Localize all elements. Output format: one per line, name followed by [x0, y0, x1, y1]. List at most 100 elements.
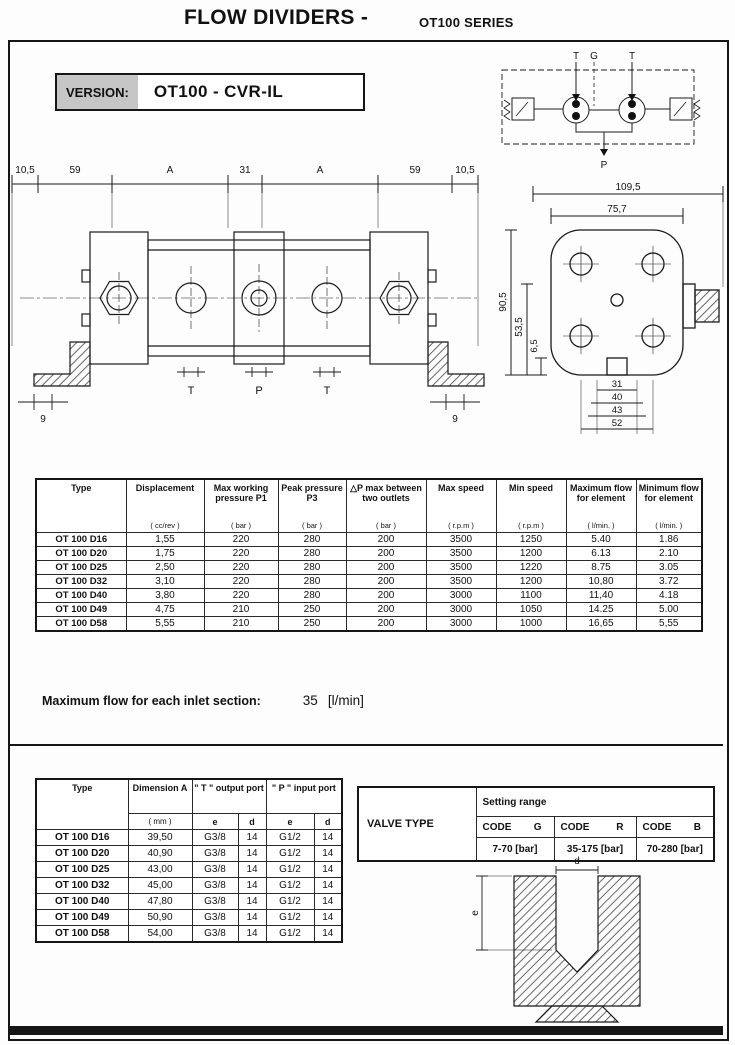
type-cell: OT 100 D49: [35, 602, 127, 617]
column-header: △P max between two outlets( bar ): [345, 478, 427, 533]
value-cell: 200: [345, 560, 427, 575]
value-cell: G3/8: [191, 877, 239, 894]
col-sub-e-p: e: [265, 813, 315, 830]
value-cell: G1/2: [265, 877, 315, 894]
dim-109-5: 109,5: [615, 182, 640, 193]
value-cell: 16,65: [565, 616, 637, 632]
schematic-port-p: P: [601, 160, 608, 170]
value-cell: 3000: [425, 588, 497, 603]
value-cell: 1,55: [125, 532, 205, 547]
schematic-pump-gears: [572, 94, 636, 156]
value-cell: 200: [345, 532, 427, 547]
version-box: VERSION: OT100 - CVR-IL: [55, 73, 365, 111]
value-cell: 40,90: [127, 845, 193, 862]
schematic-port-t-right: T: [629, 51, 635, 62]
type-cell: OT 100 D25: [35, 861, 129, 878]
port-section-drawing: d e: [470, 856, 641, 1023]
value-cell: 280: [277, 588, 347, 603]
value-cell: 14: [237, 829, 267, 846]
code-label: CODE: [560, 821, 590, 833]
column-header: Maximum flow for element( l/min. ): [565, 478, 637, 533]
value-cell: 14: [313, 845, 343, 862]
value-cell: 14: [313, 877, 343, 894]
code-r-range: 35-175 [bar]: [553, 837, 637, 862]
hydraulic-schematic: T G T P: [501, 51, 701, 170]
value-cell: 3.72: [635, 574, 703, 589]
value-cell: 220: [203, 532, 279, 547]
value-cell: 4.18: [635, 588, 703, 603]
value-cell: 3,10: [125, 574, 205, 589]
value-cell: 8.75: [565, 560, 637, 575]
version-value: OT100 - CVR-IL: [153, 82, 284, 101]
value-cell: G1/2: [265, 845, 315, 862]
port-section-dims: [476, 866, 599, 951]
side-view-body: [550, 229, 720, 376]
value-cell: 280: [277, 574, 347, 589]
value-cell: 5,55: [635, 616, 703, 632]
type-cell: OT 100 D58: [35, 616, 127, 632]
value-cell: 250: [277, 616, 347, 632]
col-unit-mm: ( mm ): [127, 813, 193, 830]
type-cell: OT 100 D40: [35, 893, 129, 910]
value-cell: 280: [277, 560, 347, 575]
dim-59-right: 59: [409, 165, 421, 176]
col-header-dimension-a: Dimension A: [127, 778, 193, 814]
front-view-port-markers: [18, 367, 480, 410]
value-cell: 3000: [425, 616, 497, 632]
type-cell: OT 100 D32: [35, 574, 127, 589]
value-cell: 3000: [425, 602, 497, 617]
value-cell: 200: [345, 616, 427, 632]
value-cell: G1/2: [265, 909, 315, 926]
value-cell: 14.25: [565, 602, 637, 617]
column-header: Max speed( r.p.m ): [425, 478, 497, 533]
type-cell: OT 100 D16: [35, 829, 129, 846]
value-cell: 14: [237, 861, 267, 878]
type-cell: OT 100 D58: [35, 925, 129, 943]
value-cell: G1/2: [265, 829, 315, 846]
value-cell: 50,90: [127, 909, 193, 926]
column-header: Minimum flow for element( l/min. ): [635, 478, 703, 533]
value-cell: 5.40: [565, 532, 637, 547]
value-cell: 220: [203, 588, 279, 603]
value-cell: 200: [345, 602, 427, 617]
value-cell: 220: [203, 560, 279, 575]
column-header: Displacement( cc/rev ): [125, 478, 205, 533]
value-cell: 5,55: [125, 616, 205, 632]
dim-53-5: 53,5: [514, 317, 525, 337]
side-view-bottom-dims: [580, 380, 654, 434]
dim-75-7: 75,7: [607, 204, 627, 215]
type-cell: OT 100 D25: [35, 560, 127, 575]
page-title: FLOW DIVIDERS -: [184, 6, 369, 29]
value-cell: 280: [277, 546, 347, 561]
value-cell: 3500: [425, 560, 497, 575]
page-border: [8, 40, 729, 1041]
value-cell: 1220: [495, 560, 567, 575]
code-g-range: 7-70 [bar]: [475, 837, 555, 862]
value-cell: 280: [277, 532, 347, 547]
value-cell: G1/2: [265, 893, 315, 910]
front-view-top-dimensions: [11, 175, 479, 346]
schematic-port-t-left: T: [573, 51, 579, 62]
schematic-lines: [501, 62, 701, 152]
value-cell: 3,80: [125, 588, 205, 603]
value-cell: 1200: [495, 574, 567, 589]
page-series-title: OT100 SERIES: [419, 15, 514, 30]
value-cell: 3500: [425, 574, 497, 589]
col-header-type: Type: [35, 778, 129, 830]
schematic-port-g: G: [590, 51, 598, 62]
value-cell: 200: [345, 588, 427, 603]
dimension-table-header: Type Dimension A " T " output port " P "…: [35, 778, 343, 830]
value-cell: 220: [203, 546, 279, 561]
value-cell: 14: [237, 909, 267, 926]
value-cell: 14: [237, 925, 267, 943]
